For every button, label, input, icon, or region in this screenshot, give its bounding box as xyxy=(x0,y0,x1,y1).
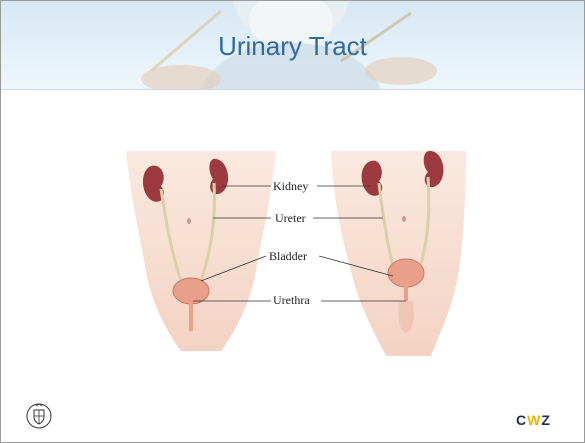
label-kidney: Kidney xyxy=(273,179,308,194)
male-navel xyxy=(402,216,406,222)
female-navel xyxy=(187,218,191,224)
female-torso xyxy=(126,151,276,351)
label-urethra: Urethra xyxy=(273,293,310,308)
male-torso xyxy=(331,151,466,356)
university-seal-logo xyxy=(25,401,53,431)
slide-header: Urinary Tract xyxy=(1,1,584,89)
cwz-logo: CWZ xyxy=(516,412,551,428)
female-bladder xyxy=(173,278,209,304)
male-bladder xyxy=(388,259,424,287)
slide-title: Urinary Tract xyxy=(1,31,584,62)
label-ureter: Ureter xyxy=(275,211,306,226)
header-divider xyxy=(1,89,584,90)
label-bladder: Bladder xyxy=(269,249,307,264)
